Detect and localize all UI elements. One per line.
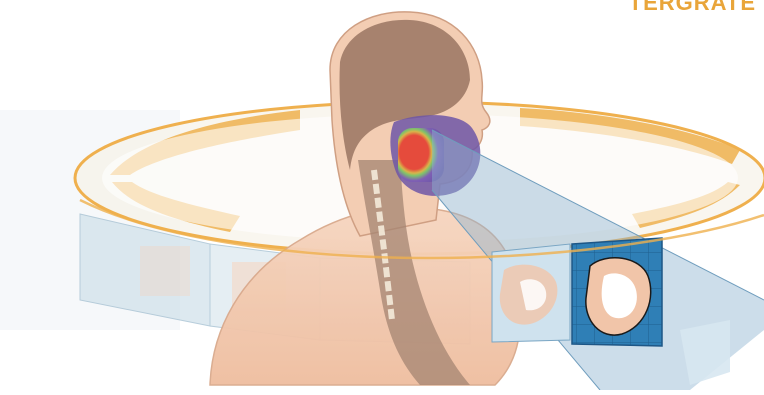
corner-caption: TERGRATE (629, 0, 756, 16)
detector-panel-secondary (492, 244, 570, 342)
detector-panel (572, 238, 662, 346)
